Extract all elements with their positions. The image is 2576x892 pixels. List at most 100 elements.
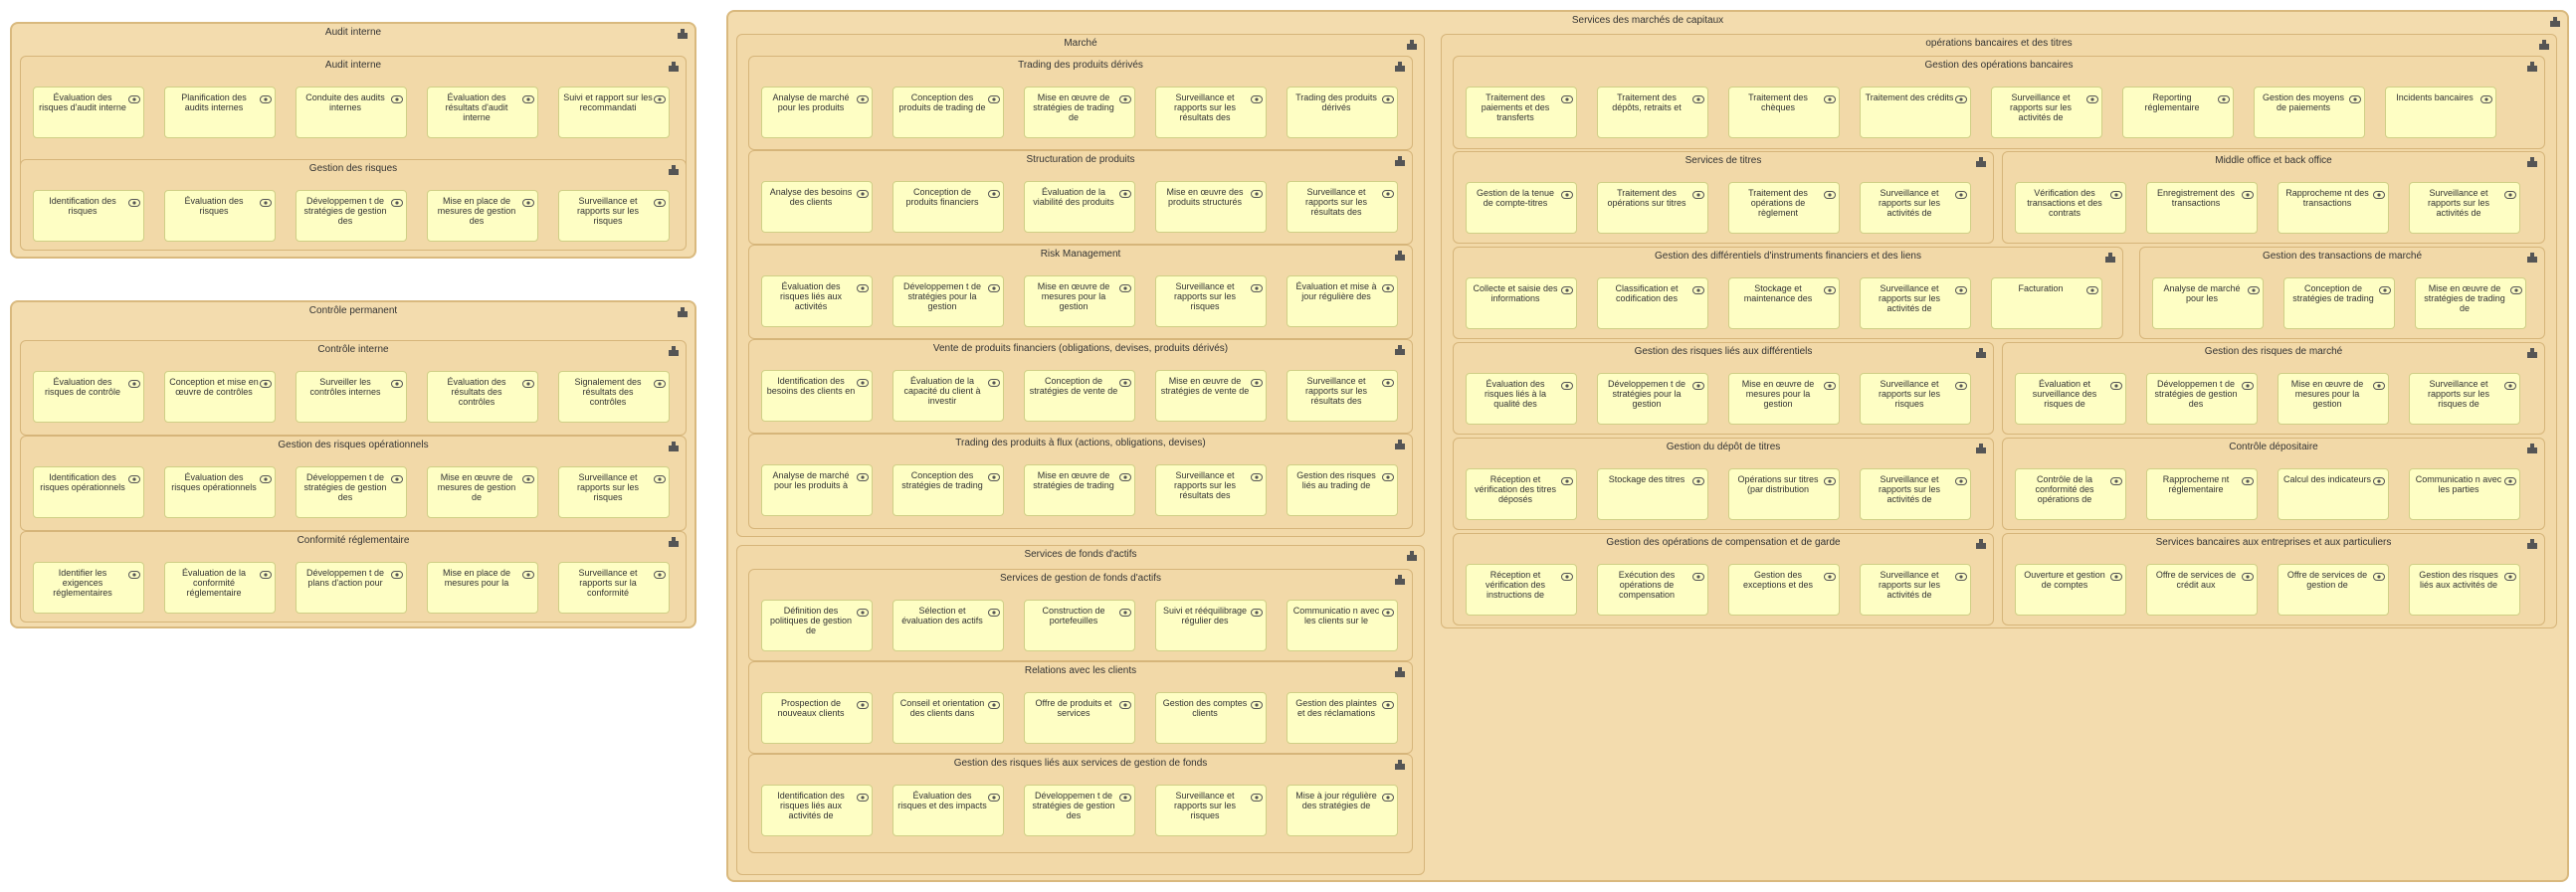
capability-box[interactable]: Surveillance et rapports sur les activit… <box>2409 182 2520 234</box>
group-entreprises-particuliers[interactable]: Services bancaires aux entreprises et au… <box>2002 533 2545 625</box>
capability-box[interactable]: Évaluation des risques de contrôle <box>33 371 144 423</box>
capability-box[interactable]: Surveillance et rapports sur les résulta… <box>1155 464 1267 516</box>
group-trading-flux[interactable]: Trading des produits à flux (actions, ob… <box>748 434 1413 529</box>
capability-box[interactable]: Offre de services de gestion de <box>2278 564 2389 616</box>
capability-box[interactable]: Évaluation des résultats d'audit interne <box>427 87 538 138</box>
capability-box[interactable]: Développemen t de stratégies pour la ges… <box>892 275 1004 327</box>
capability-box[interactable]: Conception et mise en œuvre de contrôles <box>164 371 276 423</box>
capability-box[interactable]: Mise en place de mesures de gestion des <box>427 190 538 242</box>
capability-box[interactable]: Identification des risques opérationnels <box>33 466 144 518</box>
capability-box[interactable]: Prospection de nouveaux clients <box>761 692 873 744</box>
capability-box[interactable]: Évaluation des risques et des impacts <box>892 785 1004 836</box>
capability-box[interactable]: Mise en œuvre de stratégies de trading d… <box>2415 277 2526 329</box>
group-vente-produits[interactable]: Vente de produits financiers (obligation… <box>748 339 1413 434</box>
capability-box[interactable]: Conduite des audits internes <box>296 87 407 138</box>
capability-box[interactable]: Mise en œuvre de mesures pour la gestion <box>1024 275 1135 327</box>
capability-box[interactable]: Mise en œuvre des produits structurés <box>1155 181 1267 233</box>
capability-box[interactable]: Sélection et évaluation des actifs <box>892 600 1004 651</box>
capability-box[interactable]: Analyse de marché pour les produits <box>761 87 873 138</box>
capability-box[interactable]: Surveillance et rapports sur les activit… <box>1860 468 1971 520</box>
capability-box[interactable]: Collecte et saisie des informations <box>1466 277 1577 329</box>
capability-box[interactable]: Stockage des titres <box>1597 468 1708 520</box>
capability-box[interactable]: Gestion des moyens de paiements <box>2254 87 2365 138</box>
capability-box[interactable]: Évaluation de la capacité du client à in… <box>892 370 1004 422</box>
capability-box[interactable]: Développemen t de stratégies de gestion … <box>296 466 407 518</box>
capability-box[interactable]: Contrôle de la conformité des opérations… <box>2015 468 2126 520</box>
capability-box[interactable]: Identification des besoins des clients e… <box>761 370 873 422</box>
capability-box[interactable]: Conseil et orientation des clients dans <box>892 692 1004 744</box>
capability-box[interactable]: Identification des risques <box>33 190 144 242</box>
capability-box[interactable]: Opérations sur titres (par distribution <box>1728 468 1840 520</box>
group-compensation[interactable]: Gestion des opérations de compensation e… <box>1453 533 1994 625</box>
capability-box[interactable]: Traitement des opérations de règlement <box>1728 182 1840 234</box>
capability-box[interactable]: Conception des produits de trading de <box>892 87 1004 138</box>
capability-box[interactable]: Surveillance et rapports sur les résulta… <box>1155 87 1267 138</box>
capability-box[interactable]: Facturation <box>1991 277 2102 329</box>
capability-box[interactable]: Gestion des plaintes et des réclamations <box>1287 692 1398 744</box>
capability-box[interactable]: Communicatio n avec les parties <box>2409 468 2520 520</box>
capability-box[interactable]: Traitement des opérations sur titres <box>1597 182 1708 234</box>
capability-box[interactable]: Réception et vérification des instructio… <box>1466 564 1577 616</box>
capability-box[interactable]: Développemen t de stratégies de gestion … <box>1024 785 1135 836</box>
capability-box[interactable]: Reporting réglementaire <box>2122 87 2234 138</box>
capability-box[interactable]: Enregistrement des transactions <box>2146 182 2258 234</box>
capability-box[interactable]: Évaluation des résultats des contrôles <box>427 371 538 423</box>
capability-box[interactable]: Identifier les exigences réglementaires <box>33 562 144 614</box>
capability-box[interactable]: Trading des produits dérivés <box>1287 87 1398 138</box>
capability-box[interactable]: Surveillance et rapports sur les activit… <box>1991 87 2102 138</box>
capability-box[interactable]: Offre de services de crédit aux <box>2146 564 2258 616</box>
capability-box[interactable]: Mise en place de mesures pour la <box>427 562 538 614</box>
capability-box[interactable]: Surveiller les contrôles internes <box>296 371 407 423</box>
capability-box[interactable]: Gestion de la tenue de compte-titres <box>1466 182 1577 234</box>
group-trading-derives[interactable]: Trading des produits dérivés Analyse de m… <box>748 56 1413 150</box>
capability-box[interactable]: Classification et codification des <box>1597 277 1708 329</box>
capability-box[interactable]: Traitement des paiements et des transfer… <box>1466 87 1577 138</box>
capability-box[interactable]: Évaluation de la conformité réglementair… <box>164 562 276 614</box>
capability-box[interactable]: Analyse de marché pour les <box>2152 277 2264 329</box>
capability-box[interactable]: Incidents bancaires <box>2385 87 2496 138</box>
capability-box[interactable]: Mise en œuvre de mesures de gestion de <box>427 466 538 518</box>
capability-box[interactable]: Évaluation et mise à jour régulière des <box>1287 275 1398 327</box>
capability-box[interactable]: Identification des risques liés aux acti… <box>761 785 873 836</box>
capability-box[interactable]: Gestion des risques liés au trading de <box>1287 464 1398 516</box>
capability-box[interactable]: Exécution des opérations de compensation <box>1597 564 1708 616</box>
capability-box[interactable]: Traitement des crédits <box>1860 87 1971 138</box>
capability-box[interactable]: Surveillance et rapports sur les risques <box>1155 275 1267 327</box>
capability-box[interactable]: Conception de stratégies de vente de <box>1024 370 1135 422</box>
capability-box[interactable]: Évaluation des risques opérationnels <box>164 466 276 518</box>
capability-box[interactable]: Suivi et rapport sur les recommandati <box>558 87 670 138</box>
capability-box[interactable]: Mise à jour régulière des stratégies de <box>1287 785 1398 836</box>
capability-box[interactable]: Surveillance et rapports sur les activit… <box>1860 277 1971 329</box>
capability-box[interactable]: Surveillance et rapports sur les résulta… <box>1287 370 1398 422</box>
capability-box[interactable]: Évaluation des risques liés à la qualité… <box>1466 373 1577 425</box>
capability-box[interactable]: Réception et vérification des titres dép… <box>1466 468 1577 520</box>
capability-box[interactable]: Évaluation de la viabilité des produits <box>1024 181 1135 233</box>
capability-box[interactable]: Développemen t de stratégies de gestion … <box>296 190 407 242</box>
capability-box[interactable]: Suivi et rééquilibrage régulier des <box>1155 600 1267 651</box>
capability-box[interactable]: Traitement des chèques <box>1728 87 1840 138</box>
capability-box[interactable]: Conception de stratégies de trading <box>2283 277 2395 329</box>
capability-box[interactable]: Vérification des transactions et des con… <box>2015 182 2126 234</box>
capability-box[interactable]: Rapprocheme nt des transactions <box>2278 182 2389 234</box>
capability-box[interactable]: Développemen t de plans d'action pour <box>296 562 407 614</box>
capability-box[interactable]: Offre de produits et services <box>1024 692 1135 744</box>
capability-box[interactable]: Gestion des comptes clients <box>1155 692 1267 744</box>
capability-box[interactable]: Conception des stratégies de trading <box>892 464 1004 516</box>
capability-box[interactable]: Surveillance et rapports sur les risques <box>558 190 670 242</box>
capability-box[interactable]: Surveillance et rapports sur les résulta… <box>1287 181 1398 233</box>
capability-box[interactable]: Planification des audits internes <box>164 87 276 138</box>
capability-box[interactable]: Rapprocheme nt réglementaire <box>2146 468 2258 520</box>
capability-box[interactable]: Gestion des risques liés aux activités d… <box>2409 564 2520 616</box>
capability-box[interactable]: Surveillance et rapports sur les risques… <box>2409 373 2520 425</box>
capability-box[interactable]: Ouverture et gestion de comptes <box>2015 564 2126 616</box>
group-risques-differentiels[interactable]: Gestion des risques liés aux différentie… <box>1453 342 1994 435</box>
